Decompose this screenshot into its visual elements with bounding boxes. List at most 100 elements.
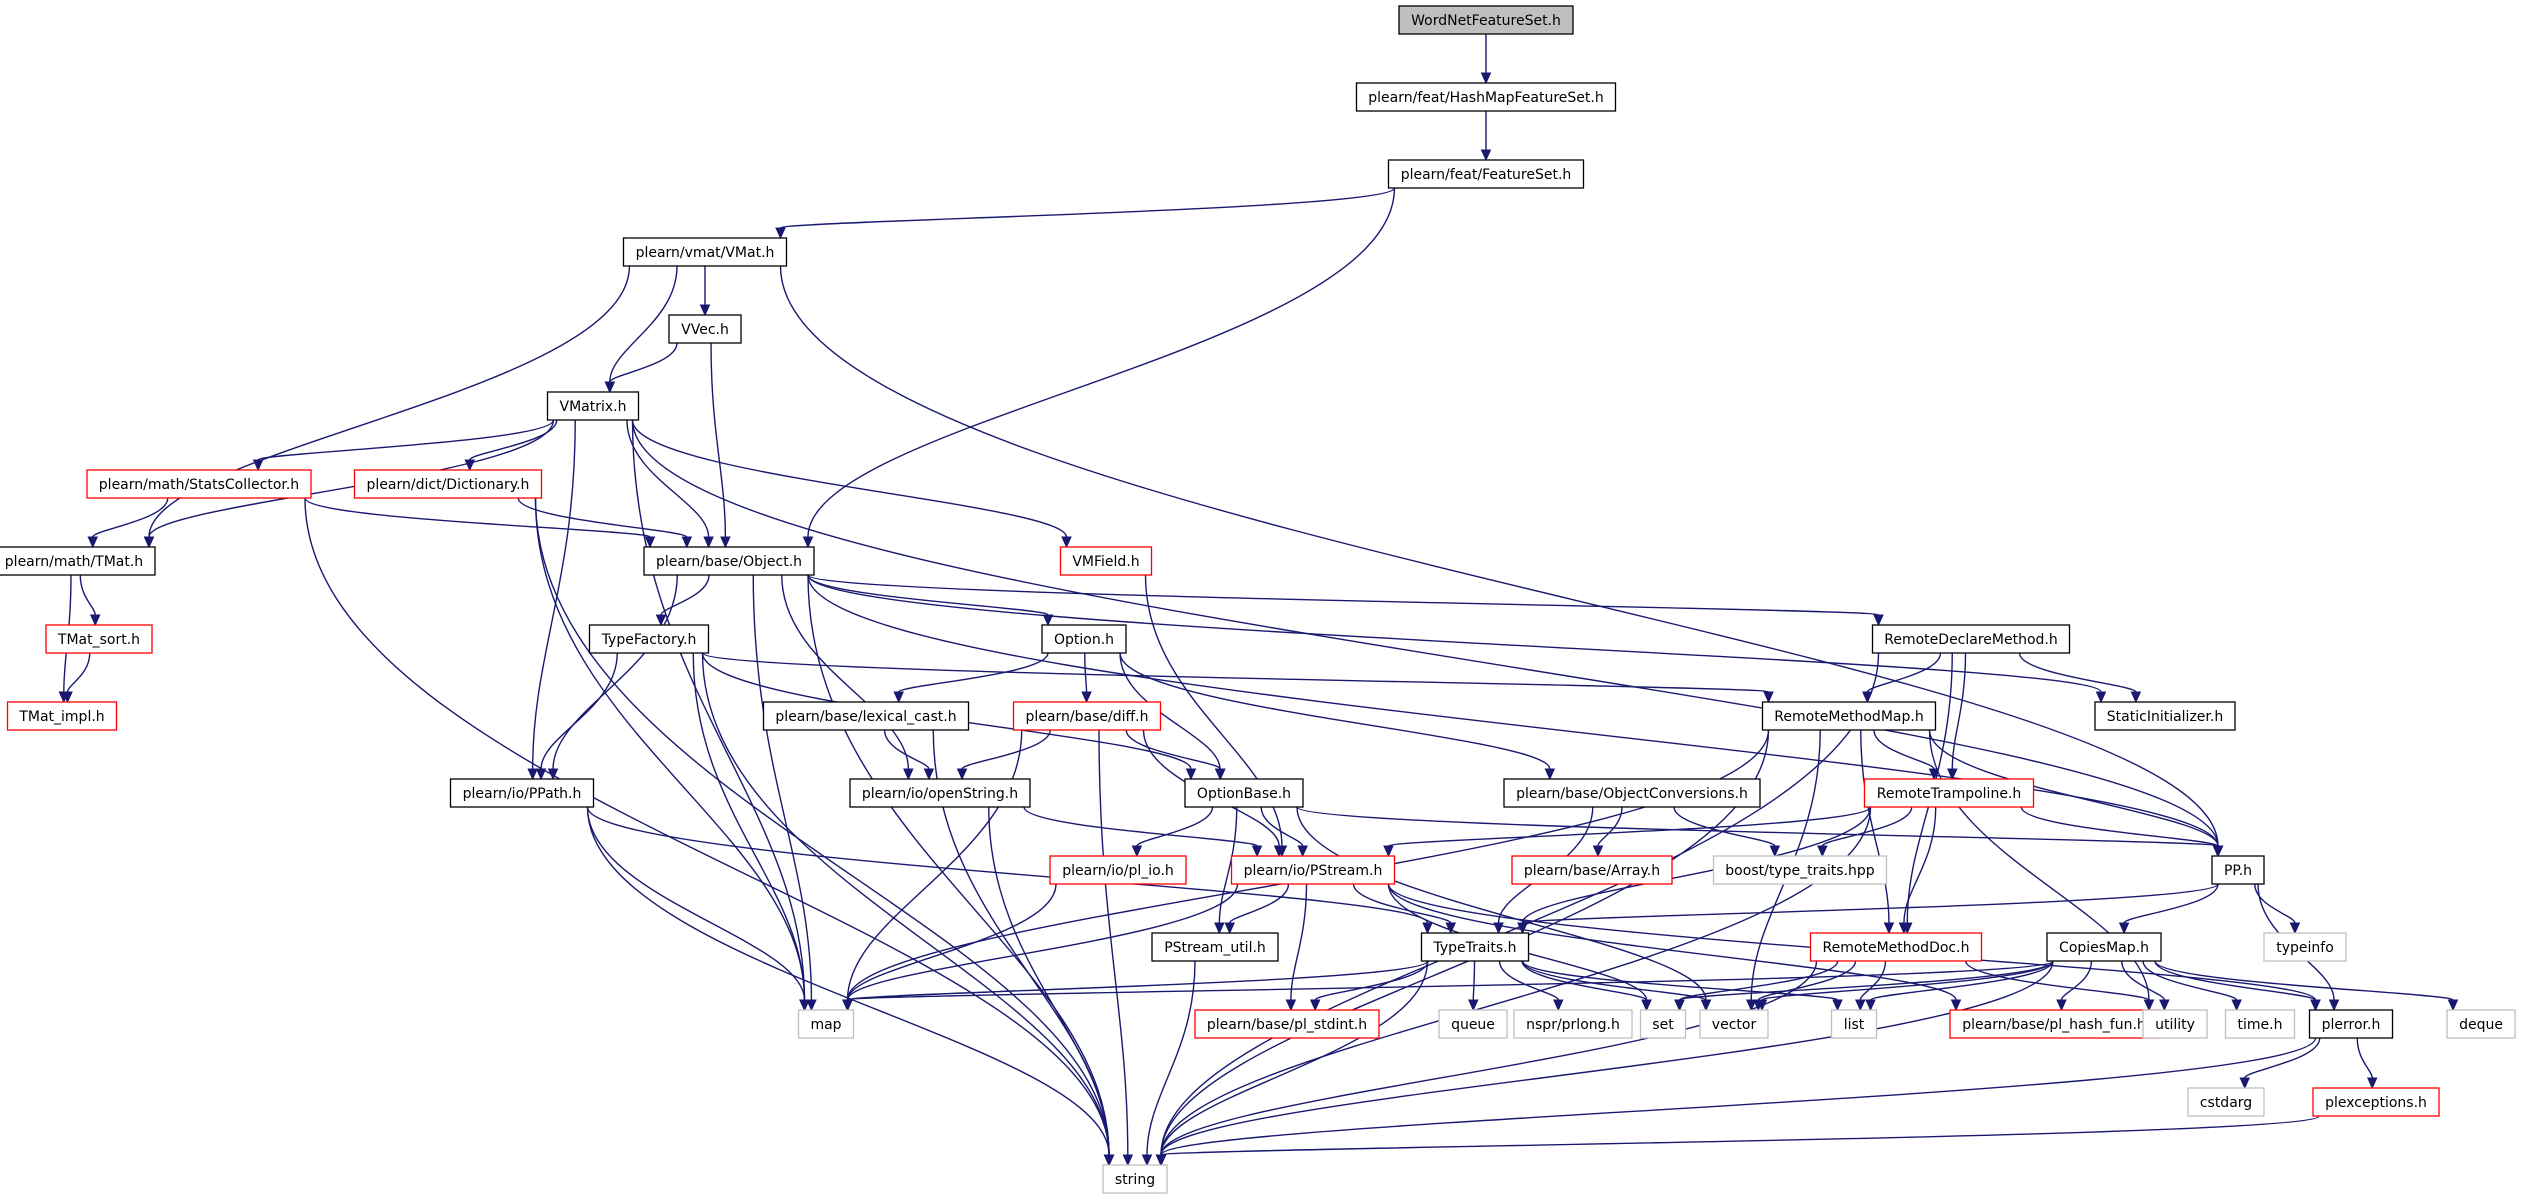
edge-arrowhead (644, 536, 656, 549)
node-plearn-vmat-vmat-h[interactable]: plearn/vmat/VMat.h (622, 237, 788, 267)
node-label: plearn/vmat/VMat.h (636, 245, 775, 261)
node-vector[interactable]: vector (1699, 1009, 1769, 1039)
edge-n24-n33 (1903, 806, 1937, 924)
edge-arrowhead (1817, 845, 1828, 858)
node-label: plearn/math/StatsCollector.h (99, 477, 299, 493)
edge-arrowhead (1251, 845, 1263, 858)
edge-arrowhead (1285, 999, 1297, 1012)
edge-n32-n39 (1521, 960, 1648, 1001)
edge-arrowhead (1214, 922, 1225, 935)
edge-n9-n29 (807, 574, 2219, 847)
node-plearn-io-pl-io-h[interactable]: plearn/io/pl_io.h (1049, 855, 1187, 885)
node-label: utility (2155, 1017, 2195, 1033)
node-label: PStream_util.h (1164, 940, 1266, 956)
edge-arrowhead (464, 459, 476, 472)
edge-arrowhead (2239, 1077, 2251, 1090)
node-box (1503, 778, 1761, 808)
node-nspr-prlong-h[interactable]: nspr/prlong.h (1513, 1009, 1633, 1039)
node-plearn-base-lexical-cast-h[interactable]: plearn/base/lexical_cast.h (762, 701, 970, 731)
node-box (797, 1009, 855, 1039)
node-vmfield-h[interactable]: VMField.h (1059, 546, 1153, 576)
edge-arrowhead (1873, 614, 1884, 627)
node-plearn-dict-dictionary-h[interactable]: plearn/dict/Dictionary.h (353, 469, 543, 499)
node-label: queue (1451, 1017, 1495, 1033)
node-box (1761, 701, 1937, 731)
edge-arrowhead (775, 227, 786, 240)
edge-arrowhead (1042, 614, 1054, 627)
node-copiesmap-h[interactable]: CopiesMap.h (2046, 932, 2162, 962)
node-label: time.h (2238, 1017, 2283, 1033)
edge-n22-n29 (1296, 806, 2219, 847)
edge-n9-n35 (752, 574, 813, 1001)
edge-arrowhead (1700, 999, 1712, 1012)
node-typeinfo[interactable]: typeinfo (2263, 932, 2347, 962)
edge-n14-n16 (898, 652, 1049, 693)
node-typetraits-h[interactable]: TypeTraits.h (1420, 932, 1530, 962)
edge-n9-n14 (807, 574, 1049, 616)
node-deque[interactable]: deque (2446, 1009, 2516, 1039)
node-set[interactable]: set (1639, 1009, 1687, 1039)
node-remotemethoddoc-h[interactable]: RemoteMethodDoc.h (1809, 932, 1983, 962)
node-staticinitializer-h[interactable]: StaticInitializer.h (2094, 701, 2236, 731)
edge-n34-n49 (1160, 960, 2054, 1156)
edge-n5-n35 (631, 419, 806, 1001)
node-time-h[interactable]: time.h (2224, 1009, 2296, 1039)
edge-arrowhead (1480, 149, 1492, 162)
node-boost-type-traits-hpp[interactable]: boost/type_traits.hpp (1712, 855, 1888, 885)
node-plerror-h[interactable]: plerror.h (2308, 1009, 2394, 1039)
edge-n24-n32 (1521, 806, 1872, 924)
node-box (1513, 1009, 1633, 1039)
node-plearn-base-pl-hash-fun-h[interactable]: plearn/base/pl_hash_fun.h (1949, 1009, 2159, 1039)
node-plearn-base-pl-stdint-h[interactable]: plearn/base/pl_stdint.h (1194, 1009, 1380, 1039)
edge-n24-n29 (2020, 806, 2219, 847)
edge-n21-n26 (1023, 806, 1258, 847)
edge-n9-n15 (807, 574, 1880, 616)
node-plearn-base-diff-h[interactable]: plearn/base/diff.h (1012, 701, 1162, 731)
edge-n9-n13 (660, 574, 710, 616)
node-pstream-util-h[interactable]: PStream_util.h (1151, 932, 1279, 962)
node-utility[interactable]: utility (2142, 1009, 2208, 1039)
edge-n32-n37 (1472, 960, 1476, 1001)
node-plearn-io-pstream-h[interactable]: plearn/io/PStream.h (1230, 855, 1396, 885)
node-plearn-math-statscollector-h[interactable]: plearn/math/StatsCollector.h (86, 469, 312, 499)
node-box (622, 237, 788, 267)
edge-n3-n5 (609, 265, 678, 383)
node-vvec-h[interactable]: VVec.h (668, 314, 742, 344)
node-plexceptions-h[interactable]: plexceptions.h (2312, 1087, 2440, 1117)
node-plearn-feat-hashmapfeatureset-h[interactable]: plearn/feat/HashMapFeatureSet.h (1355, 82, 1617, 112)
node-list[interactable]: list (1830, 1009, 1878, 1039)
node-box (2142, 1009, 2208, 1039)
node-box (1230, 855, 1396, 885)
edge-n13-n35 (692, 652, 806, 1001)
edge-n20-n32 (586, 806, 1429, 924)
node-label: nspr/prlong.h (1526, 1017, 1620, 1033)
node-plearn-base-objectconversions-h[interactable]: plearn/base/ObjectConversions.h (1503, 778, 1761, 808)
node-pp-h[interactable]: PP.h (2211, 855, 2265, 885)
edge-n13-n49 (701, 652, 1110, 1156)
node-label: VMField.h (1072, 554, 1139, 570)
node-plearn-base-array-h[interactable]: plearn/base/Array.h (1511, 855, 1673, 885)
node-tmat-impl-h[interactable]: TMat_impl.h (6, 701, 118, 731)
node-option-h[interactable]: Option.h (1041, 624, 1127, 654)
edge-n18-n49 (1160, 729, 1770, 1156)
node-plearn-math-tmat-h[interactable]: plearn/math/TMat.h (0, 546, 156, 576)
node-remotedeclaremethod-h[interactable]: RemoteDeclareMethod.h (1871, 624, 2071, 654)
node-map[interactable]: map (797, 1009, 855, 1039)
edge-n25-n35 (846, 883, 1057, 1001)
node-optionbase-h[interactable]: OptionBase.h (1184, 778, 1304, 808)
node-string[interactable]: string (1102, 1164, 1168, 1194)
edge-arrowhead (703, 536, 714, 549)
node-queue[interactable]: queue (1438, 1009, 1508, 1039)
edge-n45-n48 (2356, 1037, 2373, 1079)
node-remotetrampoline-h[interactable]: RemoteTrampoline.h (1863, 778, 2035, 808)
node-plearn-base-object-h[interactable]: plearn/base/Object.h (643, 546, 815, 576)
node-plearn-io-openstring-h[interactable]: plearn/io/openString.h (849, 778, 1031, 808)
node-tmat-sort-h[interactable]: TMat_sort.h (45, 624, 153, 654)
node-wordnetfeatureset-h[interactable]: WordNetFeatureSet.h (1398, 5, 1574, 35)
node-plearn-feat-featureset-h[interactable]: plearn/feat/FeatureSet.h (1387, 159, 1585, 189)
node-vmatrix-h[interactable]: VMatrix.h (546, 391, 640, 421)
node-plearn-io-ppath-h[interactable]: plearn/io/PPath.h (449, 778, 595, 808)
node-cstdarg[interactable]: cstdarg (2187, 1087, 2265, 1117)
node-remotemethodmap-h[interactable]: RemoteMethodMap.h (1761, 701, 1937, 731)
node-typefactory-h[interactable]: TypeFactory.h (588, 624, 710, 654)
